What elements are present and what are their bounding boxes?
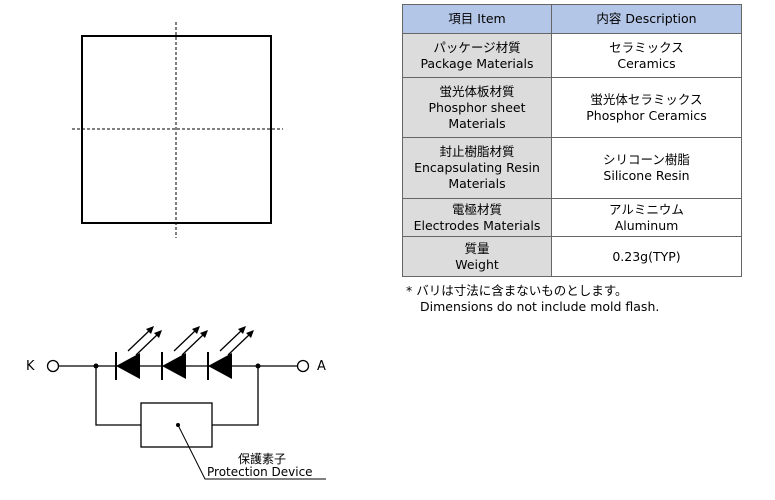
description-cell: 0.23g(TYP) xyxy=(551,236,742,277)
led-2 xyxy=(161,326,208,380)
desc-ja: 蛍光体セラミックス xyxy=(590,91,703,107)
desc-ja: アルミニウム xyxy=(609,201,684,217)
package-outline-drawing xyxy=(72,22,283,238)
desc-en: Ceramics xyxy=(617,55,676,71)
equivalent-circuit-diagram: K A xyxy=(26,326,326,480)
item-ja: 封止樹脂材質 xyxy=(439,144,515,159)
cathode-terminal xyxy=(46,359,60,373)
item-en: Package Materials xyxy=(420,55,534,71)
item-en: Weight xyxy=(455,256,499,272)
desc-ja: シリコーン樹脂 xyxy=(603,152,690,167)
item-ja: パッケージ材質 xyxy=(433,39,521,55)
cathode-label: K xyxy=(26,359,35,374)
desc-en: 0.23g(TYP) xyxy=(612,248,681,264)
item-en: Electrodes Materials xyxy=(413,217,541,233)
materials-table: 項目 Item 内容 Description パッケージ材質 Package M… xyxy=(402,4,742,277)
table-header-row: 項目 Item 内容 Description xyxy=(402,4,742,34)
description-cell: セラミックス Ceramics xyxy=(551,33,742,78)
description-cell: シリコーン樹脂 Silicone Resin xyxy=(551,137,742,199)
anode-terminal xyxy=(296,359,310,373)
table-row: 蛍光体板材質 Phosphor sheet Materials 蛍光体セラミック… xyxy=(402,77,742,138)
leader-line xyxy=(177,424,326,480)
led-1 xyxy=(115,326,162,380)
table-row: パッケージ材質 Package Materials セラミックス Ceramic… xyxy=(402,33,742,78)
item-cell: 蛍光体板材質 Phosphor sheet Materials xyxy=(402,77,552,138)
protection-branch-wire xyxy=(95,366,141,426)
note-en: Dimensions do not include mold flash. xyxy=(420,299,660,314)
desc-en: Phosphor Ceramics xyxy=(586,107,707,123)
mold-flash-note: * バリは寸法に含まないものとします。 Dimensions do not in… xyxy=(406,283,659,315)
table-row: 電極材質 Electrodes Materials アルミニウム Aluminu… xyxy=(402,198,742,237)
description-cell: アルミニウム Aluminum xyxy=(551,198,742,237)
protection-label-ja: 保護素子 xyxy=(238,451,286,466)
protection-branch-wire-right xyxy=(212,366,259,426)
protection-label-en: Protection Device xyxy=(207,465,313,479)
header-description: 内容 Description xyxy=(551,4,742,34)
item-en: Encapsulating Resin Materials xyxy=(414,160,540,191)
item-ja: 質量 xyxy=(464,240,490,256)
note-ja: * バリは寸法に含まないものとします。 xyxy=(406,283,628,298)
item-cell: パッケージ材質 Package Materials xyxy=(402,33,552,78)
anode-label: A xyxy=(317,359,326,374)
desc-en: Silicone Resin xyxy=(603,168,690,183)
item-cell: 封止樹脂材質 Encapsulating Resin Materials xyxy=(402,137,552,199)
table-row: 封止樹脂材質 Encapsulating Resin Materials シリコ… xyxy=(402,137,742,199)
item-cell: 電極材質 Electrodes Materials xyxy=(402,198,552,237)
protection-device xyxy=(140,402,213,448)
item-ja: 蛍光体板材質 xyxy=(439,83,515,99)
item-cell: 質量 Weight xyxy=(402,236,552,277)
header-item: 項目 Item xyxy=(402,4,552,34)
item-ja: 電極材質 xyxy=(451,201,502,217)
item-en: Phosphor sheet Materials xyxy=(428,99,526,131)
table-row: 質量 Weight 0.23g(TYP) xyxy=(402,236,742,277)
desc-en: Aluminum xyxy=(614,217,679,233)
desc-ja: セラミックス xyxy=(609,39,684,55)
description-cell: 蛍光体セラミックス Phosphor Ceramics xyxy=(551,77,742,138)
led-3 xyxy=(207,326,254,380)
